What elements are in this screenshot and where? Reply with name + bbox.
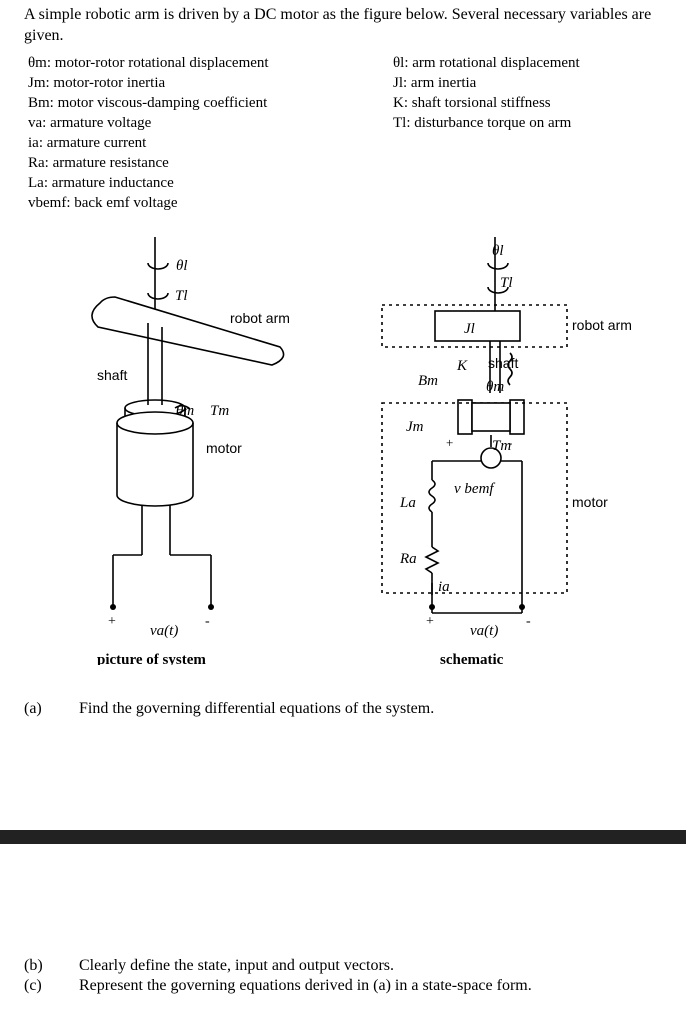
bearing [457, 399, 473, 435]
variable-list-right: θl: arm rotational displacement Jl: arm … [393, 53, 580, 133]
variable-item: vbemf: back emf voltage [28, 195, 178, 211]
variable-item: θm: motor-rotor rotational displacement [28, 55, 269, 71]
t-l-label: Tl [500, 275, 513, 291]
section-divider [0, 830, 686, 844]
variable-item: Jm: motor-rotor inertia [28, 75, 166, 91]
rotor-inertia-block [471, 402, 511, 432]
schematic-figure: θl Tl Jl robot arm K shaft Bm θm Jm Tm +… [381, 237, 632, 665]
variable-item: La: armature inductance [28, 175, 174, 191]
theta-m-label: θm [486, 379, 504, 395]
rotation-arrow-icon [487, 286, 509, 294]
variable-item: Bm: motor viscous-damping coefficient [28, 95, 268, 111]
torque-arrow-icon [174, 404, 191, 410]
rotation-arrow-icon [147, 292, 169, 300]
question-c-text: Represent the governing equations derive… [79, 977, 532, 994]
rotation-arrow-icon [487, 262, 509, 270]
terminal-plus [110, 604, 116, 610]
variable-list-left: θm: motor-rotor rotational displacement … [28, 53, 269, 213]
problem-intro: A simple robotic arm is driven by a DC m… [24, 6, 652, 44]
plus-label: + [426, 614, 434, 629]
question-b-label: (b) [24, 957, 43, 974]
t-m-label: Tm [492, 438, 511, 454]
terminal-minus [519, 604, 525, 610]
j-m-label: Jm [406, 419, 424, 435]
figure-caption: picture of system [97, 652, 206, 665]
i-a-label: ia [438, 579, 450, 595]
motor-label: motor [206, 440, 242, 456]
terminal-plus [429, 604, 435, 610]
j-l-label: Jl [464, 321, 475, 337]
b-m-label: Bm [418, 373, 438, 389]
robot-arm-label: robot arm [572, 317, 632, 333]
theta-l-label: θl [492, 243, 504, 259]
terminal-minus [208, 604, 214, 610]
rotation-arrow-icon [147, 262, 169, 270]
arm-inertia-block [434, 310, 521, 342]
variable-item: va: armature voltage [28, 115, 152, 131]
robot-arm-link [91, 296, 285, 366]
variable-item: Ra: armature resistance [28, 155, 169, 171]
minus-label: - [205, 614, 210, 629]
shaft-label: shaft [97, 367, 127, 383]
variable-item: θl: arm rotational displacement [393, 55, 580, 71]
va-label: va(t) [470, 623, 498, 639]
minus-label: - [526, 614, 531, 629]
t-m-label: Tm [210, 403, 229, 419]
variable-item: Jl: arm inertia [393, 75, 477, 91]
shaft-label: shaft [488, 355, 518, 371]
robot-arm-label: robot arm [230, 310, 290, 326]
va-label: va(t) [150, 623, 178, 639]
bemf-minus-label: - [508, 435, 512, 450]
question-a-label: (a) [24, 700, 42, 717]
spring-icon [507, 352, 513, 386]
robot-arm-boundary [381, 304, 568, 348]
plus-label: + [108, 614, 116, 629]
l-a-label: La [399, 495, 416, 511]
question-c-label: (c) [24, 977, 42, 994]
v-bemf-label: v bemf [454, 481, 495, 497]
theta-m-label: θm [176, 403, 194, 419]
motor-label: motor [572, 494, 608, 510]
resistor-icon [424, 546, 440, 574]
t-l-label: Tl [175, 288, 188, 304]
variable-item: Tl: disturbance torque on arm [393, 115, 572, 131]
question-b-text: Clearly define the state, input and outp… [79, 957, 395, 974]
bearing [509, 399, 525, 435]
inductor-icon [428, 479, 436, 513]
bemf-plus-label: + [446, 435, 453, 450]
motor-symbol [480, 447, 502, 469]
question-a-text: Find the governing differential equation… [79, 700, 435, 717]
variable-item: K: shaft torsional stiffness [393, 95, 551, 111]
figure-caption: schematic [440, 652, 504, 665]
k-label: K [456, 358, 468, 374]
r-a-label: Ra [399, 551, 417, 567]
variable-item: ia: armature current [28, 135, 147, 151]
system-picture-figure: θl Tl robot arm shaft θm Tm motor + - va… [91, 237, 290, 665]
theta-l-label: θl [176, 258, 188, 274]
